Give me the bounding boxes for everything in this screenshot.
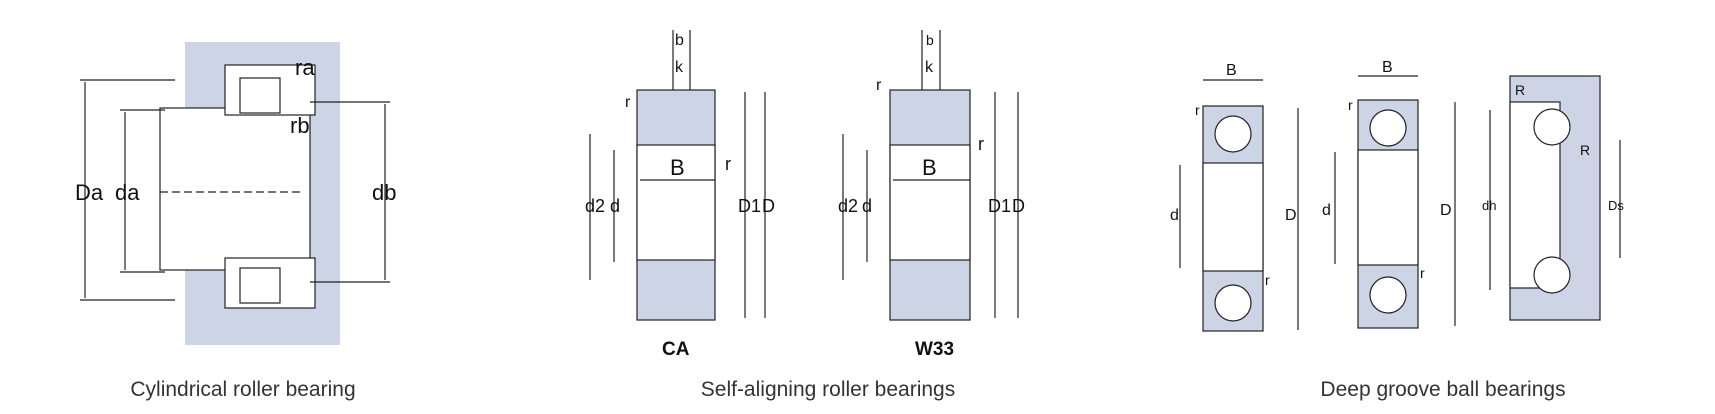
label-r-w33: r: [876, 77, 882, 94]
label-d2-ca: d2: [585, 196, 605, 216]
label-r2-dg2: r: [1420, 265, 1425, 281]
label-d-w33: d: [862, 196, 872, 216]
label-r-dg2: r: [1348, 97, 1353, 113]
label-D1-w33: D1: [988, 196, 1011, 216]
label-dh: dh: [1482, 198, 1496, 213]
label-k-ca: k: [675, 59, 684, 76]
self-aligning-w33-drawing: [842, 30, 1019, 321]
label-Da: Da: [75, 180, 104, 205]
label-B-dg1: B: [1226, 62, 1237, 79]
label-r2-ca: r: [725, 154, 731, 174]
label-R2-dg3: R: [1580, 142, 1590, 158]
label-d-ca: d: [610, 196, 620, 216]
label-r2-w33: r: [978, 134, 984, 154]
label-D-dg1: D: [1285, 207, 1297, 224]
label-D-ca: D: [762, 196, 775, 216]
variant-w33: W33: [915, 339, 954, 360]
caption-deep-groove: Deep groove ball bearings: [1320, 378, 1566, 401]
deep-groove-2-drawing: [1334, 75, 1456, 329]
label-D-w33: D: [1012, 196, 1025, 216]
label-k-w33: k: [925, 59, 934, 76]
label-b-ca: b: [675, 32, 684, 49]
label-b-w33: b: [926, 32, 934, 48]
deep-groove-1-drawing: [1179, 79, 1299, 332]
label-d-dg2: d: [1322, 202, 1331, 219]
label-db: db: [372, 180, 396, 205]
label-R-dg3: R: [1515, 82, 1525, 98]
label-ra: ra: [295, 55, 315, 80]
label-B-ca: B: [670, 155, 685, 180]
label-r2-dg1: r: [1265, 272, 1270, 288]
label-D1-ca: D1: [738, 196, 761, 216]
label-B-w33: B: [922, 155, 937, 180]
label-d-dg1: d: [1170, 207, 1179, 224]
deep-groove-3-drawing: [1489, 75, 1621, 321]
label-B-dg2: B: [1382, 59, 1393, 76]
label-da: da: [115, 180, 140, 205]
label-rb: rb: [290, 113, 310, 138]
label-d2-w33: d2: [838, 196, 858, 216]
self-aligning-ca-drawing: [589, 30, 766, 321]
cylindrical-roller-bearing-drawing: [80, 42, 390, 345]
caption-self-aligning: Self-aligning roller bearings: [700, 378, 956, 401]
label-r-ca: r: [625, 94, 631, 111]
label-r-dg1: r: [1195, 102, 1200, 118]
label-D-dg2: D: [1440, 202, 1452, 219]
label-Ds: Ds: [1608, 198, 1624, 213]
caption-cylindrical: Cylindrical roller bearing: [130, 378, 356, 401]
variant-ca: CA: [662, 339, 690, 360]
